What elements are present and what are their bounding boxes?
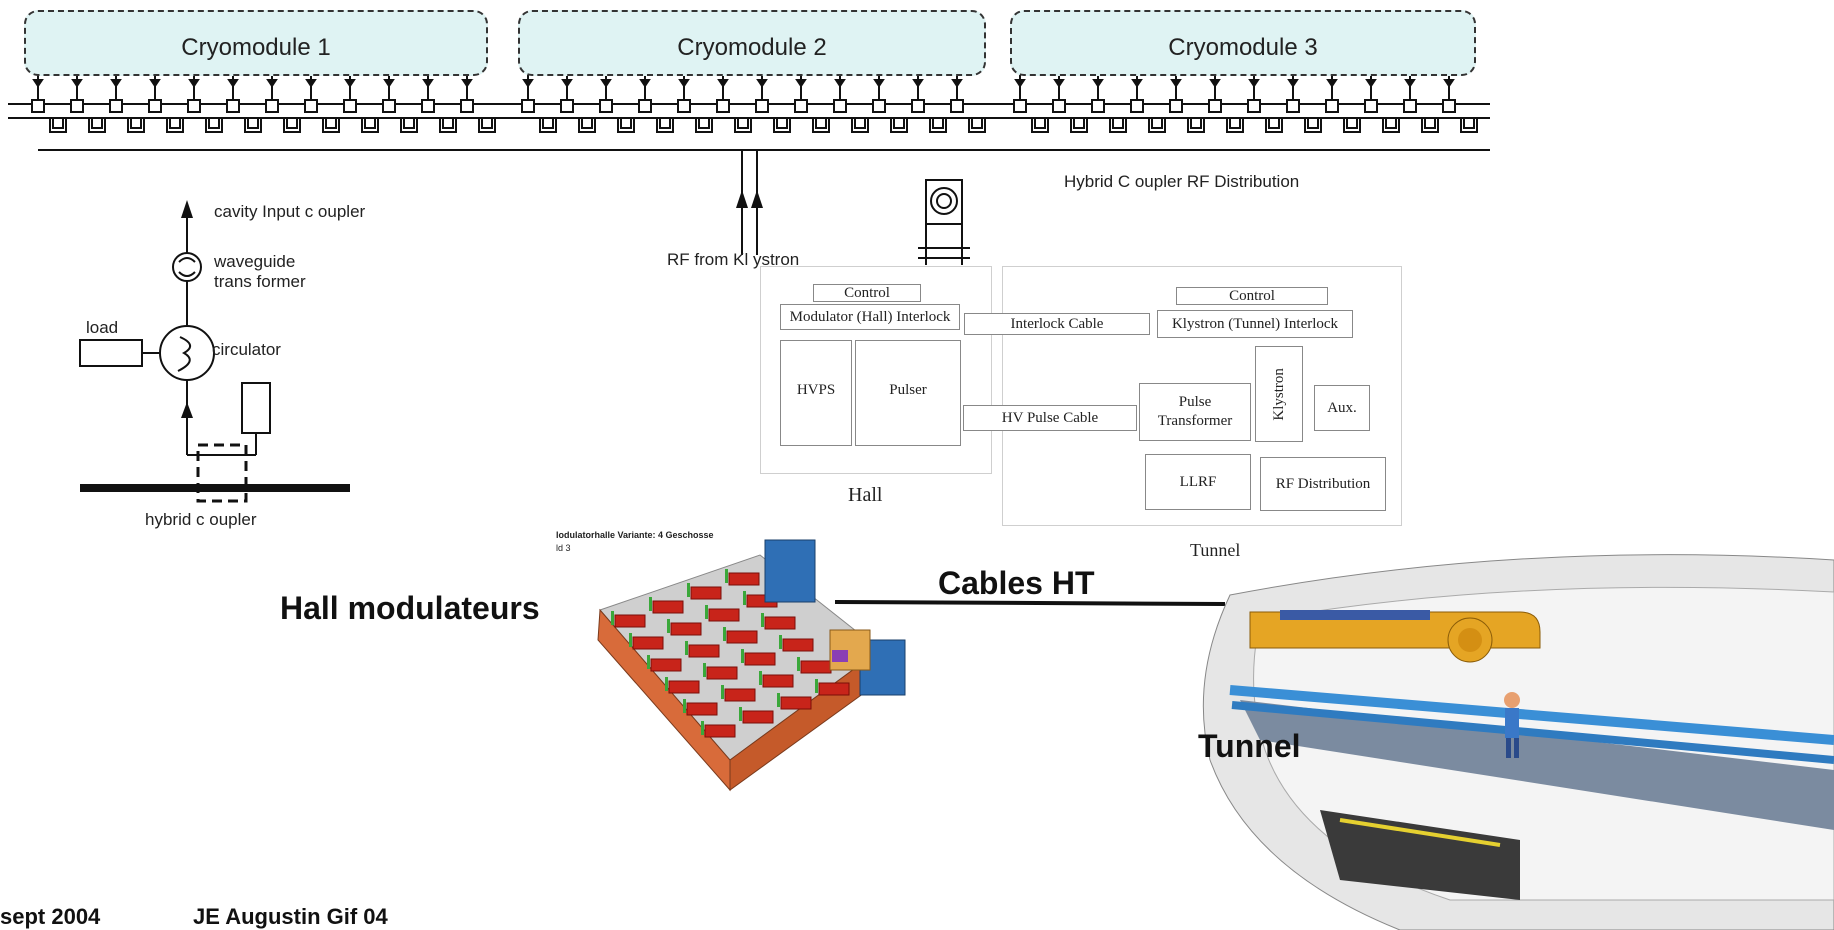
footer-author: JE Augustin Gif 04 [193,904,388,929]
tunnel-illustration [1202,554,1834,930]
transformer-label: trans former [214,272,306,291]
cryomodule-3: Cryomodule 3 [1010,10,1476,76]
cable-ht-line [834,600,1226,606]
rf-source-label: RF from Kl ystron [667,250,800,269]
pulse-transformer-box: Pulse Transformer [1139,383,1251,441]
cables-ht-label: Cables HT [938,565,1095,601]
hall-caption-2: ld 3 [556,543,571,553]
rf-feed-arrows [736,190,763,208]
load-label: load [86,318,119,337]
tunnel-diagram-label: Tunnel [1190,540,1241,560]
rf-distribution-title: Hybrid C oupler RF Distribution [1064,172,1300,191]
cryomodule-1: Cryomodule 1 [24,10,488,76]
hybrid-coupler-label: hybrid c oupler [145,510,257,529]
hall-region [760,266,992,474]
tunnel-label: Tunnel [1198,728,1301,764]
tunnel-interlock-box: Klystron (Tunnel) Interlock [1157,310,1353,338]
llrf-box: LLRF [1145,454,1251,510]
waveguide-bus [8,70,1490,133]
hall-modulateurs-label: Hall modulateurs [280,590,540,626]
rf-distribution-box: RF Distribution [1260,457,1386,511]
hall-label: Hall [848,484,883,506]
cavity-coupler-label: cavity Input c oupler [214,202,366,221]
hall-interlock-box: Modulator (Hall) Interlock [780,304,960,330]
hall-caption: lodulatorhalle Variante: 4 Geschosse [556,530,714,540]
modulator-hall-illustration [597,539,906,792]
coupler-arrows [181,200,193,418]
footer-date: sept 2004 [0,904,101,929]
pulser-box: Pulser [855,340,961,446]
hall-control-box: Control [813,284,921,302]
waveguide-label: waveguide [214,252,296,271]
hv-pulse-cable-box: HV Pulse Cable [963,405,1137,431]
aux-box: Aux. [1314,385,1370,431]
tunnel-control-box: Control [1176,287,1328,305]
klystron-box: Klystron [1255,346,1303,442]
hvps-box: HVPS [780,340,852,446]
klystron-icon [918,179,970,265]
tunnel-region [1002,266,1402,526]
cryomodule-2: Cryomodule 2 [518,10,986,76]
circulator-label: circulator [212,340,281,359]
interlock-cable-box: Interlock Cable [964,313,1150,335]
